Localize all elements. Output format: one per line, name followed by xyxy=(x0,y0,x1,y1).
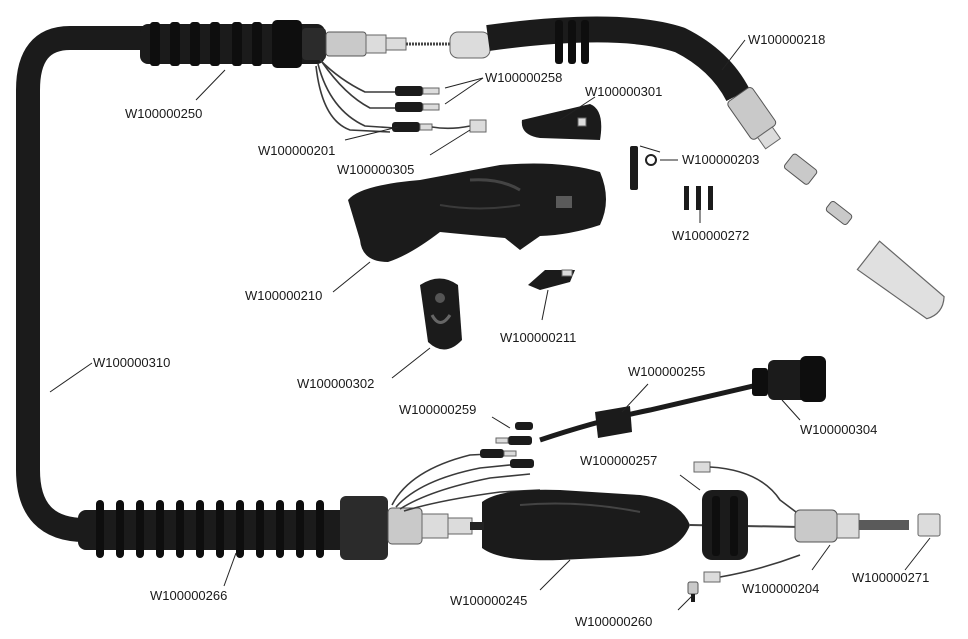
coupling-ring xyxy=(702,490,748,560)
strain-relief-spring xyxy=(78,496,473,560)
control-cable xyxy=(539,356,826,443)
screws-272 xyxy=(684,186,713,210)
label-w100000250: W100000250 xyxy=(125,106,202,121)
small-screw xyxy=(687,581,699,602)
screw-203 xyxy=(630,146,657,190)
leader-lines xyxy=(49,39,931,611)
label-w100000218: W100000218 xyxy=(748,32,825,47)
label-w100000204: W100000204 xyxy=(742,581,819,596)
label-w100000304: W100000304 xyxy=(800,422,877,437)
label-w100000259: W100000259 xyxy=(399,402,476,417)
label-w100000302: W100000302 xyxy=(297,376,374,391)
switch-cap xyxy=(420,278,462,350)
wire-pins xyxy=(480,422,534,468)
label-w100000260: W100000260 xyxy=(575,614,652,629)
label-w100000272: W100000272 xyxy=(672,228,749,243)
label-w100000255: W100000255 xyxy=(628,364,705,379)
label-w100000258: W100000258 xyxy=(485,70,562,85)
label-w100000310: W100000310 xyxy=(93,355,170,370)
front-wires xyxy=(315,59,396,133)
label-w100000211: W100000211 xyxy=(500,330,576,345)
pins-group-wires xyxy=(693,461,801,583)
contact-tip-holder xyxy=(783,153,818,185)
end-cap xyxy=(917,513,941,537)
front-hose-grip xyxy=(140,20,450,68)
label-w100000210: W100000210 xyxy=(245,288,322,303)
label-w100000245: W100000245 xyxy=(450,593,527,608)
terminal-set-258 xyxy=(395,86,440,112)
rear-wires xyxy=(391,453,541,512)
connector-305 xyxy=(431,119,487,133)
contact-tip xyxy=(825,200,853,226)
label-w100000301: W100000301 xyxy=(585,84,662,99)
label-w100000203: W100000203 xyxy=(682,152,759,167)
part-labels: W100000250 W100000258 W100000301 W100000… xyxy=(93,32,929,629)
label-w100000271: W100000271 xyxy=(852,570,929,585)
label-w100000266: W100000266 xyxy=(150,588,227,603)
label-w100000305: W100000305 xyxy=(337,162,414,177)
nozzle xyxy=(856,240,945,320)
hose-cable xyxy=(16,26,157,542)
adapter xyxy=(794,509,909,543)
label-w100000257: W100000257 xyxy=(580,453,657,468)
trigger xyxy=(528,269,575,290)
gooseneck xyxy=(449,16,782,150)
trigger-cover xyxy=(521,104,602,140)
label-w100000201: W100000201 xyxy=(258,143,335,158)
rear-handle-body xyxy=(470,489,801,561)
handle xyxy=(348,163,606,262)
